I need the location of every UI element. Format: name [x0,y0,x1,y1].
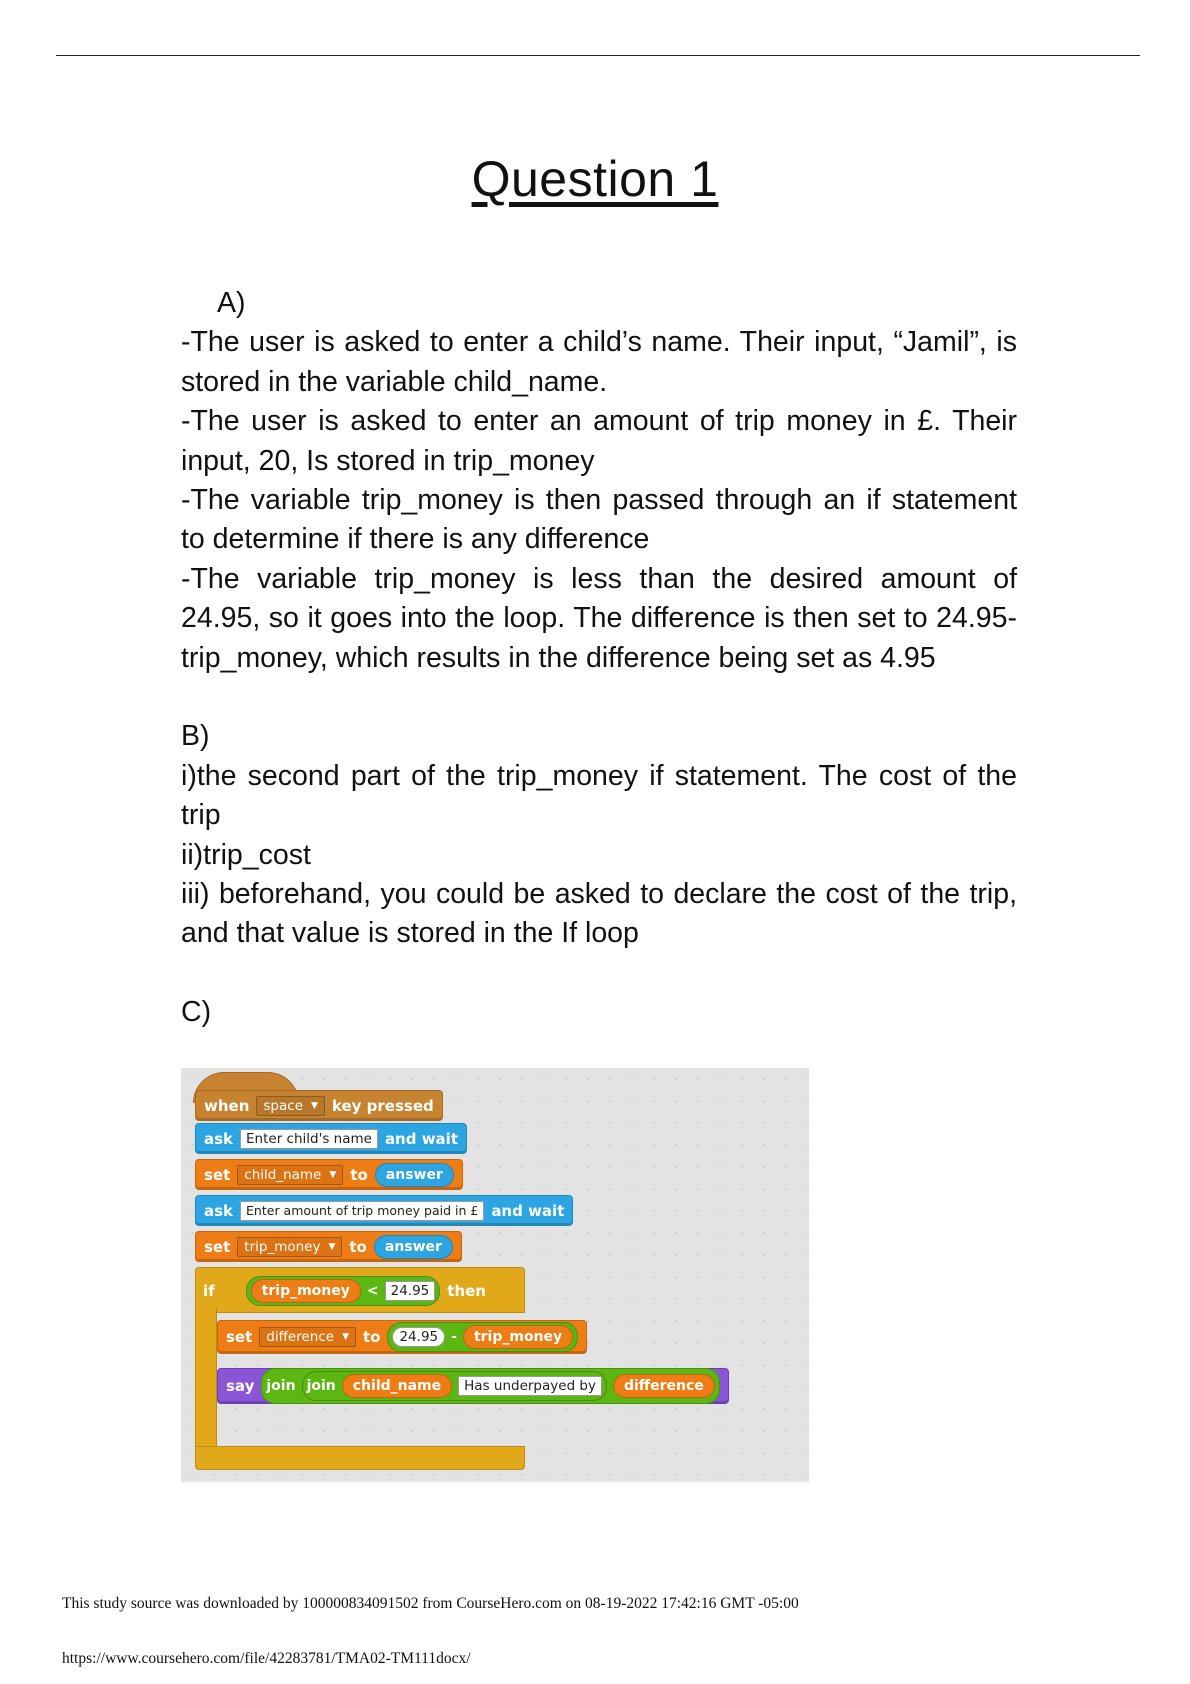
variable-dropdown: difference▼ [259,1327,356,1347]
answer-reporter: answer [374,1162,454,1187]
section-b-line-3: iii) beforehand, you could be asked to d… [181,878,1017,950]
scratch-script-image: when space▼ key pressed ask Enter child'… [181,1068,809,1482]
when-key-pressed-block: when space▼ key pressed [195,1090,443,1121]
block-keyword: key pressed [331,1096,434,1115]
if-condition-row: if trip_money < 24.95 then [195,1274,494,1308]
section-a-label: A) [217,287,246,319]
less-than-operator: trip_money < 24.95 [245,1276,441,1306]
section-a-line-3: -The variable trip_money is then passed … [181,484,1017,556]
section-a-line-1: -The user is asked to enter a child’s na… [181,326,1017,398]
block-keyword: set [204,1237,231,1256]
trip-money-reporter: trip_money [462,1325,574,1349]
spacer [181,954,1017,993]
subtract-operator: 24.95 - trip_money [387,1322,579,1352]
section-c-label: C) [181,996,212,1029]
source-url: https://www.coursehero.com/file/42283781… [62,1650,471,1667]
section-a-line-4: -The variable trip_money is less than th… [181,562,1017,674]
block-keyword: set [204,1165,231,1184]
ask-prompt-input: Enter amount of trip money paid in £ [240,1200,485,1221]
chevron-down-icon: ▼ [329,1169,337,1180]
top-rule [56,55,1140,56]
ask-prompt-input: Enter child's name [240,1128,378,1149]
ask-child-name-block: ask Enter child's name and wait [195,1123,467,1154]
block-keyword: say [226,1377,255,1395]
child-name-reporter: child_name [341,1374,453,1398]
chevron-down-icon: ▼ [342,1332,349,1342]
ask-trip-money-block: ask Enter amount of trip money paid in £… [195,1195,574,1226]
set-difference-block: set difference▼ to 24.95 - trip_money [217,1320,588,1354]
join-outer-operator: join join child_name Has underpayed by d… [261,1368,720,1404]
chevron-down-icon: ▼ [311,1100,318,1111]
document-body: A) -The user is asked to enter a child’s… [181,284,1017,1033]
variable-dropdown: trip_money▼ [237,1236,343,1257]
block-keyword: when [204,1096,250,1115]
block-keyword: to [362,1328,381,1346]
block-keyword: then [447,1282,486,1300]
say-block: say join join child_name Has underpayed … [217,1368,729,1404]
spacer [181,678,1017,717]
if-block-side [195,1308,217,1448]
set-child-name-block: set child_name▼ to answer [195,1159,463,1190]
operator-symbol: - [451,1329,457,1345]
chevron-down-icon: ▼ [328,1241,336,1252]
block-keyword: if [203,1282,215,1300]
if-block-bottom [195,1446,525,1470]
block-keyword: and wait [384,1129,458,1148]
variable-dropdown: child_name▼ [237,1164,344,1185]
number-input: 24.95 [384,1281,436,1301]
key-dropdown: space▼ [256,1095,325,1116]
difference-reporter: difference [612,1374,715,1398]
operator-symbol: < [366,1283,379,1299]
section-b-line-2: ii)trip_cost [181,838,311,871]
block-keyword: ask [204,1129,234,1148]
page-title: Question 1 [471,151,719,207]
block-keyword: to [350,1165,368,1184]
set-trip-money-block: set trip_money▼ to answer [195,1231,462,1262]
section-b-label: B) [181,720,210,753]
download-notice: This study source was downloaded by 1000… [62,1595,799,1612]
block-keyword: join [266,1378,296,1394]
block-keyword: join [306,1378,336,1394]
block-keyword: ask [204,1201,234,1220]
trip-money-reporter: trip_money [250,1279,361,1303]
section-b-line-1: i)the second part of the trip_money if s… [181,759,1017,832]
join-inner-operator: join child_name Has underpayed by [301,1371,607,1401]
number-input: 24.95 [392,1327,446,1347]
block-keyword: to [349,1237,367,1256]
answer-reporter: answer [373,1234,453,1259]
section-a-line-2: -The user is asked to enter an amount of… [181,405,1017,477]
block-keyword: and wait [491,1201,565,1220]
block-keyword: set [226,1328,253,1346]
text-input: Has underpayed by [458,1376,602,1396]
